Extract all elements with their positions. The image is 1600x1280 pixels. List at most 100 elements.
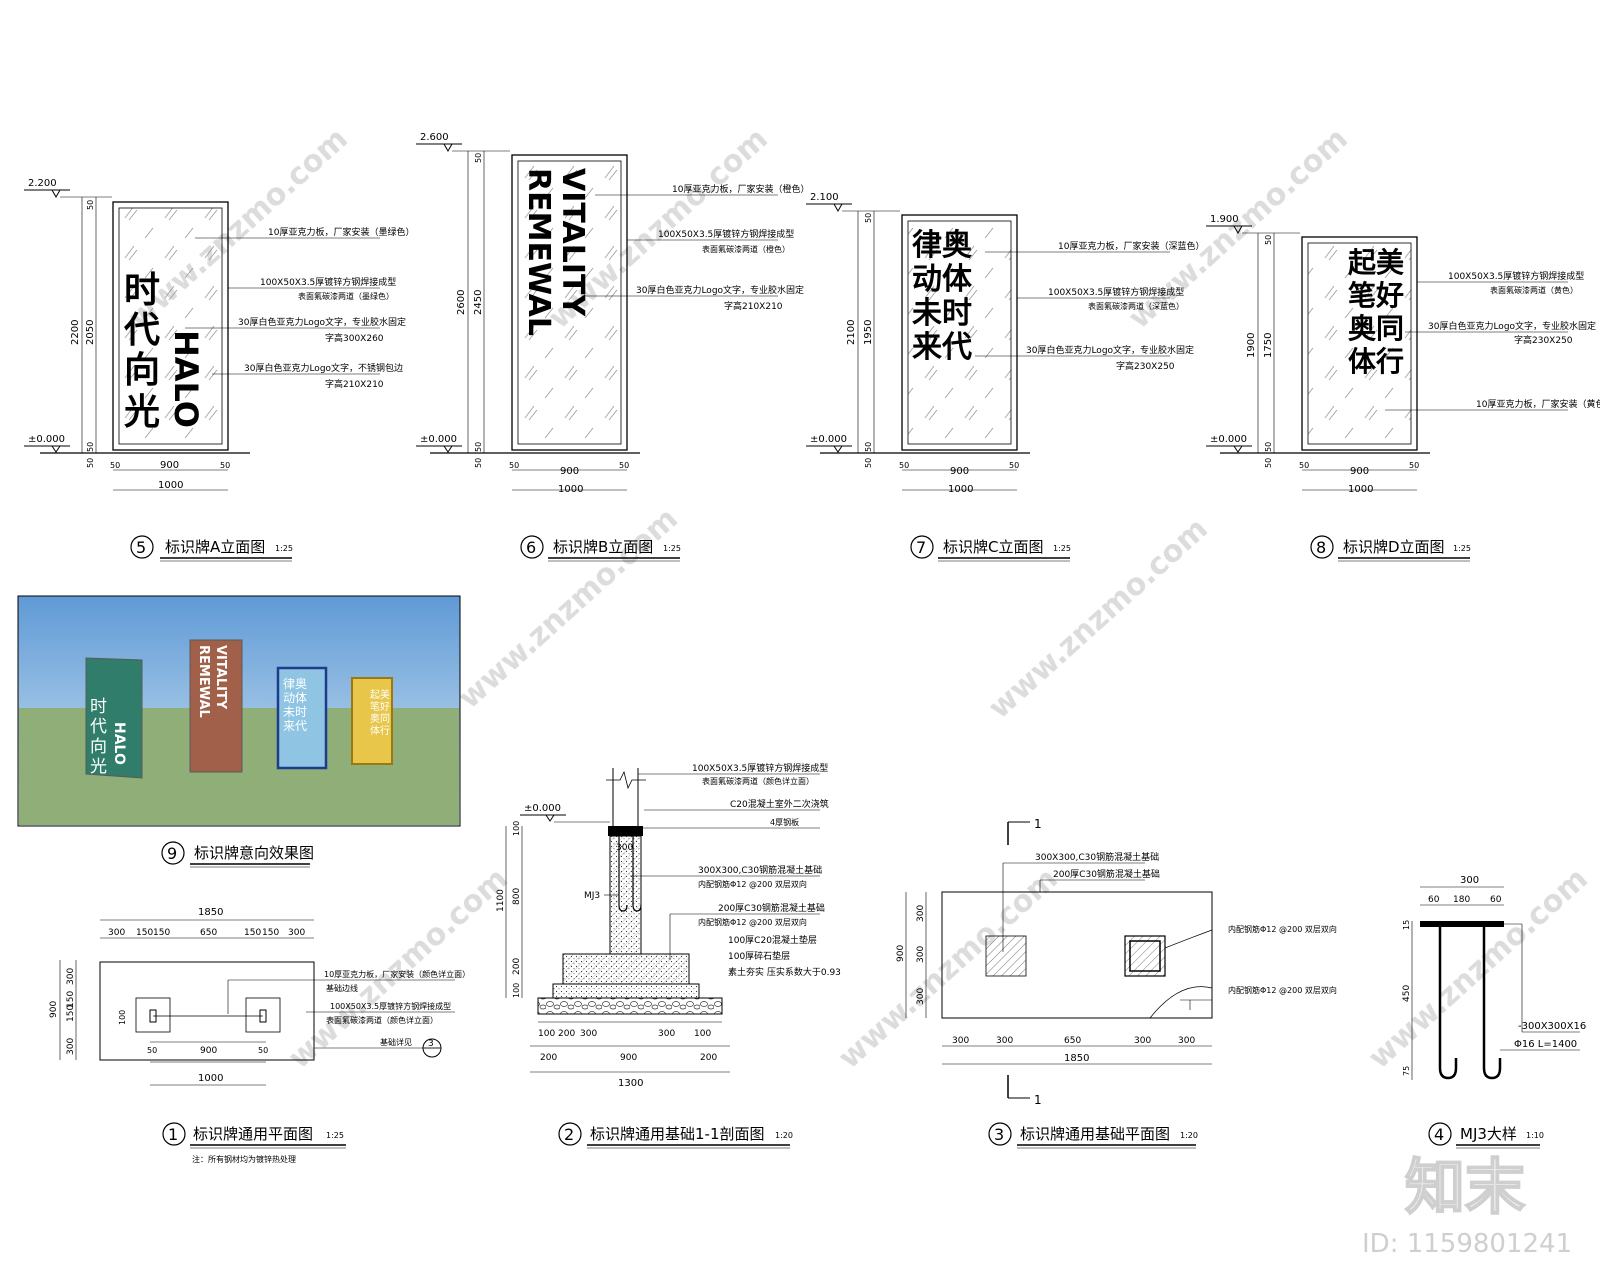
note-char-size: 字高210X210 <box>724 300 783 312</box>
dim-bottom-seg: 300 <box>1178 1036 1195 1046</box>
dim-width-seg2: 900 <box>620 1053 637 1063</box>
title-text: 标识牌A立面图 <box>165 538 265 556</box>
note-acrylic: 10厚亚克力板，厂家安装（墨绿色） <box>268 226 414 238</box>
dim-below-grade: 50 <box>1264 458 1273 468</box>
render-sign-b-en-1: VITALITY <box>213 645 228 710</box>
dim-left-total: 900 <box>896 945 906 962</box>
note-paint: 表面氟碳漆两道（橙色） <box>702 244 790 254</box>
dim-total-height: 2100 <box>846 320 857 345</box>
dim-bottom-middle: 900 <box>560 466 579 477</box>
title-number: 3 <box>994 1125 1004 1144</box>
elevation-zero-label: ±0.000 <box>810 434 847 445</box>
dim-left-seg: 300 <box>66 968 76 985</box>
note-gravel-cushion: 100厚碎石垫层 <box>728 950 790 962</box>
elevation-top-label: 2.200 <box>28 178 57 189</box>
note-steel-frame: 100X50X3.5厚镀锌方钢焊接成型 <box>692 762 828 774</box>
sign-d-cn-pair: 奥同 <box>1348 312 1404 345</box>
title-text: 标识牌意向效果图 <box>194 844 314 862</box>
dim-top-seg: 300 <box>108 928 125 938</box>
title-scale: 1:25 <box>663 544 681 553</box>
dim-left-seg: 300 <box>916 905 926 922</box>
dim-width-seg2: 200 <box>700 1053 717 1063</box>
note-logo: 30厚白色亚克力Logo文字，专业胶水固定 <box>1026 344 1194 356</box>
watermark-text: www.znzmo.com <box>832 861 1065 1076</box>
title-number: 8 <box>1316 538 1326 557</box>
site-logo: 知末 ID: 1159801241 <box>1362 1152 1572 1259</box>
dim-left-seg: 15 <box>1402 920 1411 930</box>
dim-bottom-middle: 900 <box>1350 466 1369 477</box>
dim-width-seg2: 200 <box>540 1053 557 1063</box>
dim-bottom-right: 50 <box>619 461 629 470</box>
dim-left-seg: 150 <box>66 1005 76 1022</box>
note-steel-frame: 100X50X3.5厚镀锌方钢焊接成型 <box>1048 286 1184 298</box>
note-logo: 30厚白色亚克力Logo文字，专业胶水固定 <box>636 284 804 296</box>
dim-bottom-seg: 300 <box>1134 1036 1151 1046</box>
dim-bottom-middle: 900 <box>160 460 179 471</box>
render-sign-c-cn: 动体 <box>283 691 307 705</box>
section-mark: 1 <box>1034 1093 1042 1107</box>
elevation-zero-label: ±0.000 <box>28 434 65 445</box>
dim-total-width: 1300 <box>618 1078 643 1089</box>
detail-4: 300 60 180 60 15 450 75 -300X300X16 Φ16 … <box>1402 875 1586 1149</box>
dim-panel-height: 2450 <box>473 290 484 315</box>
render-sign-d-cn: 笔好 <box>370 700 390 713</box>
elevation-c: 2.100 ±0.000 2100 1950 50 50 50 律奥 动体 未时… <box>806 192 1204 562</box>
elevation-a: 2.200 ±0.000 2200 2050 50 50 50 时 代 向 光 … <box>24 178 414 562</box>
sign-d-cn-pair: 体行 <box>1348 345 1404 378</box>
note-plate: -300X300X16 <box>1518 1021 1586 1032</box>
dim-column-width: 300 <box>616 843 633 853</box>
dim-bottom-total: 1000 <box>948 484 973 495</box>
plan-1: 1850 300 150 150 650 150 150 300 900 300… <box>49 907 470 1164</box>
render-sign-a-cn: 时 <box>90 697 107 717</box>
sign-c-cn-pair: 律奥 <box>912 228 972 263</box>
render-sign-c-cn: 律奥 <box>283 677 307 691</box>
note-paint: 表面氟碳漆两道（颜色详立面） <box>702 776 814 786</box>
note-logo: 30厚白色亚克力Logo文字，专业胶水固定 <box>1428 320 1596 332</box>
title-scale: 1:25 <box>1453 544 1471 553</box>
note-char-size: 字高300X260 <box>325 332 384 344</box>
note-slab-foundation: 200厚C30钢筋混凝土基础 <box>718 902 825 914</box>
title-number: 4 <box>1434 1125 1444 1144</box>
dim-bottom-seg: 300 <box>996 1036 1013 1046</box>
render-sign-d-cn: 起美 <box>370 688 390 701</box>
title-number: 2 <box>564 1125 574 1144</box>
note-steel-frame: 100X50X3.5厚镀锌方钢焊接成型 <box>658 228 794 240</box>
dim-bottom-middle: 900 <box>950 466 969 477</box>
elevation-top-label: 2.600 <box>420 132 449 143</box>
note-paint: 表面氟碳漆两道（深蓝色） <box>1088 301 1184 311</box>
dim-left-seg: 75 <box>1402 1066 1411 1076</box>
note-logo: 30厚白色亚克力Logo文字，专业胶水固定 <box>238 316 406 328</box>
note-steel-frame: 100X50X3.5厚镀锌方钢焊接成型 <box>1448 270 1584 282</box>
note-acrylic: 10厚亚克力板，厂家安装（橙色） <box>672 183 809 195</box>
note-paint: 表面氟碳漆两道（墨绿色） <box>298 291 394 301</box>
dim-bottom-total: 1000 <box>558 484 583 495</box>
dim-bottom-left: 50 <box>899 461 909 470</box>
dim-left-seg: 450 <box>1402 985 1412 1002</box>
dim-top-seg: 150 <box>262 928 279 938</box>
sign-d-cn-pair: 起美 <box>1348 246 1404 279</box>
dim-total-height: 2600 <box>456 290 467 315</box>
sign-a-cn-char: 时 <box>124 270 160 311</box>
dim-top-seg: 650 <box>200 928 217 938</box>
dim-panel-height: 1950 <box>863 320 874 345</box>
detail-ref-number: 3 <box>428 1039 434 1049</box>
dim-bottom-frame: 50 <box>86 442 95 452</box>
dim-bottom-seg: 50 <box>258 1046 268 1055</box>
dim-top-seg: 60 <box>1428 895 1440 905</box>
dim-top-seg: 60 <box>1490 895 1502 905</box>
dim-total-height: 1900 <box>1246 333 1257 358</box>
elevation-b: 2.600 ±0.000 2600 2450 50 50 50 VITALITY… <box>416 132 809 562</box>
note-steel-frame: 100X50X3.5厚镀锌方钢焊接成型 <box>330 1001 451 1011</box>
render-sign-a-en: HALO <box>111 722 127 765</box>
dim-top-frame: 50 <box>474 153 483 163</box>
dim-total-width: 1850 <box>1064 1053 1089 1064</box>
note-c20-concrete: C20混凝土室外二次浇筑 <box>730 798 829 810</box>
dim-width-seg: 300 <box>580 1029 597 1039</box>
note-char-size: 字高230X250 <box>1116 360 1175 372</box>
dim-top-seg: 150 <box>136 928 153 938</box>
sign-a-cn-char: 向 <box>124 350 160 391</box>
elevation-zero-label: ±0.000 <box>1210 434 1247 445</box>
render-sign-b-en-2: REMEWAL <box>196 645 211 718</box>
note-logo-2: 30厚白色亚克力Logo文字，不锈钢包边 <box>244 362 403 374</box>
